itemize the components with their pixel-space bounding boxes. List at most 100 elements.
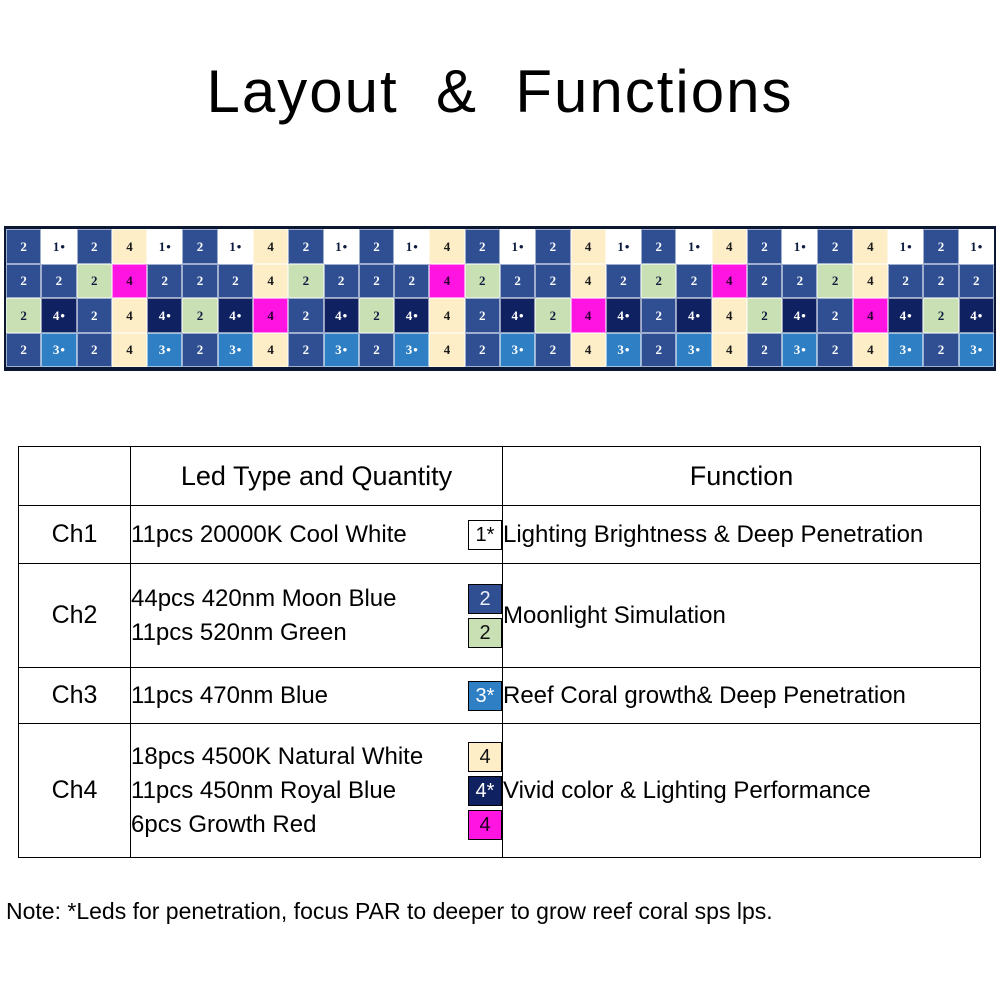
led-cell-label: 2 [20, 342, 27, 358]
led-cell-label: 2 [90, 273, 98, 289]
led-cell-moon-blue: 2 [182, 263, 218, 298]
led-cell-star-marker: • [236, 342, 242, 358]
spec-header-led-type: Led Type and Quantity [130, 446, 503, 506]
led-cell-label: 4 [584, 273, 592, 289]
led-cell-label: 3 [158, 342, 166, 358]
led-cell-label: 4 [584, 307, 592, 323]
led-color-chip-cool-white: 1* [468, 519, 502, 550]
led-cell-label: 1 [158, 238, 166, 254]
led-cell-label: 2 [937, 342, 945, 358]
led-cell-label: 2 [373, 273, 380, 289]
led-cell-label: 2 [620, 273, 627, 289]
led-cell-natural-white: 4 [252, 229, 289, 264]
led-cell-label: 2 [761, 273, 768, 289]
led-cell-blue-470: 3• [605, 332, 642, 367]
led-cell-green-520: 2 [358, 298, 395, 333]
led-cell-label: 4 [867, 273, 874, 289]
led-cell-star-marker: • [907, 307, 912, 323]
led-cell-green-520: 2 [641, 263, 677, 298]
led-cell-label: 4 [867, 307, 874, 323]
led-cell-label: 1 [899, 238, 907, 254]
footnote-note: Note: *Leds for penetration, focus PAR t… [6, 898, 773, 924]
led-cell-label: 1 [793, 238, 801, 254]
led-cell-natural-white: 4 [711, 298, 747, 333]
led-cell-label: 1 [617, 238, 624, 254]
led-cell-label: 4 [267, 238, 274, 254]
led-cell-label: 2 [337, 273, 345, 289]
led-cell-label: 2 [937, 307, 945, 323]
led-cell-label: 1 [970, 238, 977, 254]
led-cell-natural-white: 4 [252, 263, 289, 298]
led-cell-star-marker: • [236, 307, 242, 323]
led-cell-moon-blue: 2 [605, 263, 642, 298]
led-color-chip-blue-470: 3* [468, 680, 502, 711]
led-cell-label: 2 [20, 273, 27, 289]
led-color-chip-moon-blue: 2 [468, 583, 502, 614]
led-cell-label: 2 [549, 238, 557, 254]
led-cell-moon-blue: 2 [76, 298, 112, 333]
led-cell-star-marker: • [519, 342, 524, 358]
led-cell-label: 2 [549, 307, 557, 323]
led-cell-label: 4 [267, 342, 274, 358]
led-cell-star-marker: • [519, 307, 524, 323]
led-cell-moon-blue: 2 [6, 229, 42, 264]
led-cell-moon-blue: 2 [746, 332, 783, 367]
led-cell-star-marker: • [695, 307, 701, 323]
led-type-text: 11pcs 450nm Royal Blue [131, 776, 397, 804]
led-cell-label: 2 [196, 307, 204, 323]
led-cell-label: 4 [584, 342, 592, 358]
led-cell-label: 2 [20, 238, 27, 254]
led-cell-label: 4 [158, 307, 166, 323]
led-cell-royal-blue: 4• [605, 298, 642, 333]
led-cell-star-marker: • [695, 238, 701, 254]
led-cell-label: 2 [831, 238, 839, 254]
led-cell-label: 3 [687, 342, 695, 358]
led-cell-star-marker: • [166, 342, 171, 358]
led-cell-label: 4 [443, 342, 451, 358]
led-cell-cool-white: 1• [676, 229, 712, 264]
led-cell-natural-white: 4 [429, 332, 465, 367]
led-cell-label: 2 [161, 273, 169, 289]
led-cell-star-marker: • [236, 238, 242, 254]
led-cell-cool-white: 1• [888, 229, 924, 264]
led-cell-moon-blue: 2 [923, 263, 959, 298]
led-cell-label: 4 [726, 342, 733, 358]
led-cell-label: 3 [970, 342, 977, 358]
led-cell-label: 4 [126, 238, 133, 254]
led-cell-growth-red: 4 [852, 298, 889, 333]
led-cell-star-marker: • [342, 238, 348, 254]
led-cell-star-marker: • [977, 342, 983, 358]
led-cell-star-marker: • [60, 238, 65, 254]
led-cell-star-marker: • [166, 307, 171, 323]
led-cell-label: 2 [302, 273, 310, 289]
led-cell-moon-blue: 2 [641, 332, 677, 367]
led-cell-label: 2 [479, 273, 486, 289]
led-cell-label: 4 [511, 307, 519, 323]
led-cell-royal-blue: 4• [888, 298, 924, 333]
led-cell-label: 4 [52, 307, 60, 323]
spec-header-channel [18, 446, 131, 506]
led-cell-blue-470: 3• [888, 332, 924, 367]
led-cell-moon-blue: 2 [499, 263, 536, 298]
led-cell-royal-blue: 4• [782, 298, 818, 333]
led-cell-moon-blue: 2 [217, 263, 253, 298]
led-cell-moon-blue: 2 [782, 263, 818, 298]
led-cell-natural-white: 4 [111, 229, 148, 264]
led-cell-moon-blue: 2 [76, 332, 112, 367]
led-type-text: 11pcs 20000K Cool White [131, 520, 407, 548]
led-cell-moon-blue: 2 [288, 229, 324, 264]
led-cell-cool-white: 1• [147, 229, 183, 264]
spec-header-function: Function [502, 446, 981, 506]
led-cell-moon-blue: 2 [464, 332, 500, 367]
led-cell-label: 2 [479, 238, 486, 254]
led-cell-royal-blue: 4• [41, 298, 77, 333]
led-cell-label: 2 [831, 273, 839, 289]
led-cell-star-marker: • [166, 238, 171, 254]
